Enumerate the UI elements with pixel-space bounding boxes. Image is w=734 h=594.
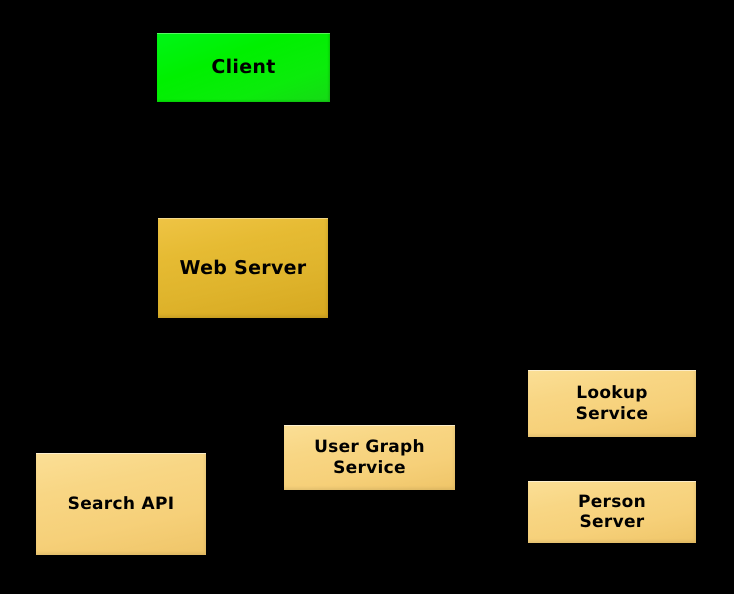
diagram-node-client[interactable]: Client xyxy=(157,33,330,102)
diagram-node-search-api-label: Search API xyxy=(67,493,175,514)
diagram-node-person-server-label: Person Server xyxy=(577,491,647,532)
diagram-node-client-label: Client xyxy=(211,56,276,79)
diagram-node-user-graph-service[interactable]: User Graph Service xyxy=(284,425,455,490)
diagram-node-lookup-service-label: Lookup Service xyxy=(575,383,649,424)
diagram-node-search-api[interactable]: Search API xyxy=(36,453,206,555)
diagram-node-user-graph-service-label: User Graph Service xyxy=(314,437,425,478)
diagram-node-web-server[interactable]: Web Server xyxy=(158,218,328,318)
diagram-node-lookup-service[interactable]: Lookup Service xyxy=(528,370,696,437)
diagram-node-web-server-label: Web Server xyxy=(179,256,307,279)
diagram-node-person-server[interactable]: Person Server xyxy=(528,481,696,543)
